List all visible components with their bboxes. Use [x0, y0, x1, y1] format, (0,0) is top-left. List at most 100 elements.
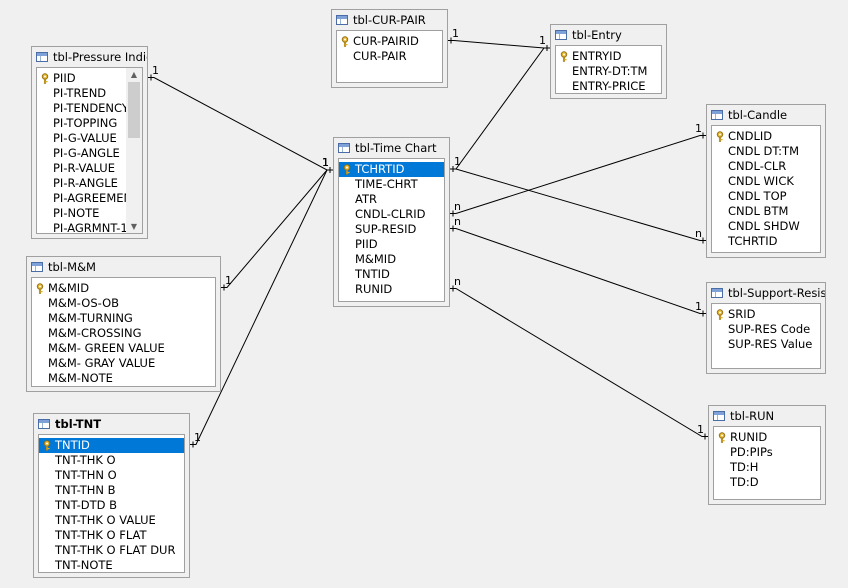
field-item[interactable]: CNDL BTM [712, 204, 820, 219]
primary-key-field[interactable]: CUR-PAIRID [337, 34, 442, 49]
field-item[interactable]: CNDL-CLRID [339, 207, 444, 222]
field-item[interactable]: SUP-RES Code [712, 322, 820, 337]
primary-key-field[interactable]: TCHRTID [339, 162, 444, 177]
field-item[interactable]: CNDL TOP [712, 189, 820, 204]
field-item[interactable]: TNT-THN O [39, 468, 184, 483]
primary-key-field[interactable]: M&MID [32, 281, 215, 296]
field-item[interactable]: ENTRY-PRICE [556, 79, 661, 93]
field-item[interactable]: TNT-THK O FLAT [39, 528, 184, 543]
field-item[interactable]: M&M- GRAY VALUE [32, 356, 215, 371]
relation-line[interactable] [450, 45, 550, 172]
table-title-bar[interactable]: tbl-Support-Resis [707, 283, 825, 303]
primary-key-field[interactable]: PIID [37, 71, 126, 86]
field-item[interactable]: RUNID [339, 282, 444, 297]
field-item[interactable]: TD:D [714, 475, 820, 490]
field-item[interactable]: CNDL WICK [712, 174, 820, 189]
field-item[interactable]: PI-TENDENCY [37, 101, 129, 116]
primary-key-field[interactable]: SRID [712, 307, 820, 322]
table-title-bar[interactable]: tbl-Entry [551, 25, 666, 45]
field-item[interactable]: SUP-RES Value [712, 337, 820, 352]
relation-line[interactable] [450, 285, 708, 440]
field-name: PI-AGRMNT-1 [53, 221, 128, 234]
scroll-down-arrow-icon[interactable]: ▼ [130, 222, 138, 231]
field-item[interactable]: CUR-PAIR [337, 49, 442, 64]
field-item[interactable]: PI-TREND [37, 86, 126, 101]
field-item[interactable]: M&M-OS-OB [32, 296, 215, 311]
field-item[interactable]: TNT-NOTE [39, 558, 184, 572]
primary-key-field[interactable]: RUNID [714, 430, 820, 445]
field-item[interactable]: PI-TOPPING [37, 116, 126, 131]
field-item[interactable]: TNT-THK O VALUE [39, 513, 184, 528]
cardinality-label: n [695, 226, 702, 240]
field-item[interactable]: PI-G-VALUE [37, 131, 126, 146]
field-item[interactable]: M&M- GREEN VALUE [32, 341, 215, 356]
field-item[interactable]: PI-AGREEMEN [37, 191, 132, 206]
relation-line[interactable] [450, 132, 706, 217]
field-item[interactable]: TIME-CHRT [339, 177, 444, 192]
table-title-bar[interactable]: tbl-M&M [27, 257, 220, 277]
field-item[interactable]: ATR [339, 192, 444, 207]
scroll-thumb[interactable] [128, 82, 140, 138]
field-item[interactable]: M&M-TURNING [32, 311, 215, 326]
field-item[interactable]: SUP-RESID [339, 222, 444, 237]
field-item[interactable]: CNDL DT:TM [712, 144, 820, 159]
field-item[interactable]: CNDL-CLR [712, 159, 820, 174]
field-item[interactable]: CNDL SHDW [712, 219, 820, 234]
relation-line[interactable] [450, 225, 706, 317]
table-title-bar[interactable]: tbl-Time Chart [334, 138, 449, 158]
primary-key-field[interactable]: ENTRYID [556, 49, 661, 64]
field-item[interactable]: PI-NOTE [37, 206, 126, 221]
relation-line[interactable] [148, 74, 333, 174]
relation-line[interactable] [448, 37, 550, 52]
field-item[interactable]: PI-R-VALUE [37, 161, 126, 176]
primary-key-field[interactable]: CNDLID [712, 129, 820, 144]
field-item[interactable]: PI-G-ANGLE [37, 146, 126, 161]
field-item[interactable]: ENTRY-DT:TM [556, 64, 661, 79]
field-item[interactable]: M&MID [339, 252, 444, 267]
table-title-bar[interactable]: tbl-TNT [34, 414, 189, 434]
field-item[interactable]: TNT-THK O [39, 453, 184, 468]
field-item[interactable]: PI-AGRMNT-1 [37, 221, 128, 234]
field-item[interactable]: M&M-NOTE [32, 371, 215, 386]
field-item[interactable]: TNT-THK O FLAT DUR [39, 543, 184, 558]
table-title-bar[interactable]: tbl-Candle [707, 105, 825, 125]
field-item[interactable]: PI-R-ANGLE [37, 176, 126, 191]
field-item[interactable]: PIID [339, 237, 444, 252]
field-name: TNT-NOTE [55, 558, 113, 572]
table-title-bar[interactable]: tbl-RUN [709, 406, 825, 426]
field-item[interactable]: PD:PIPs [714, 445, 820, 460]
field-item[interactable]: TNTID [339, 267, 444, 282]
vertical-scrollbar[interactable]: ▲▼ [126, 68, 142, 233]
table-title-bar[interactable]: tbl-Pressure Indic [32, 47, 147, 67]
relation-line[interactable] [450, 166, 706, 244]
field-item[interactable]: TCHRTID [712, 234, 820, 249]
table-icon [36, 52, 48, 62]
field-item[interactable]: TNT-THN B [39, 483, 184, 498]
field-item[interactable]: TD:H [714, 460, 820, 475]
relation-line[interactable] [221, 167, 333, 291]
scroll-up-arrow-icon[interactable]: ▲ [130, 70, 138, 79]
table-title-bar[interactable]: tbl-CUR-PAIR [332, 10, 447, 30]
field-item[interactable]: M&M-CROSSING [32, 326, 215, 341]
primary-key-field[interactable]: TNTID [39, 438, 184, 453]
field-item[interactable]: TNT-DTD B [39, 498, 184, 513]
